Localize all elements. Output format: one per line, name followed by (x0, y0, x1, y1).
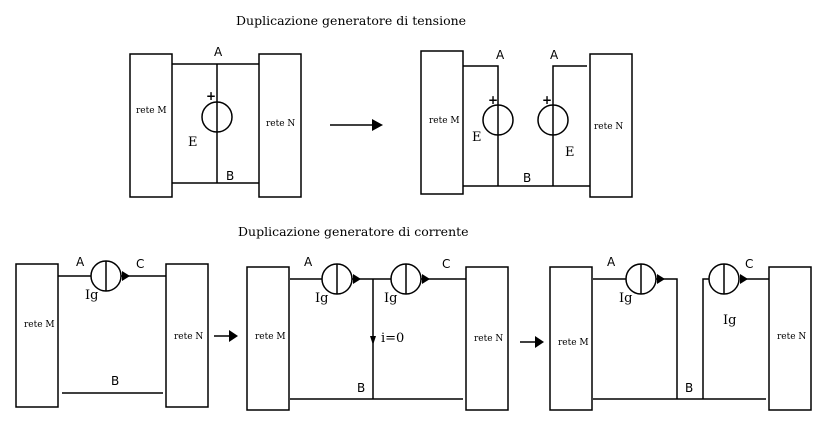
node-a-label: A (550, 48, 559, 62)
current-section-title: Duplicazione generatore di corrente (238, 224, 469, 239)
node-c-label: C (136, 257, 144, 271)
network-m-box (15, 263, 59, 408)
right-arrow-icon (214, 330, 238, 342)
down-arrow-icon (370, 336, 376, 345)
node-b-label: B (111, 374, 119, 388)
node-a-label: A (76, 255, 85, 269)
network-m-label: rete M (429, 116, 460, 126)
voltage-source-icon (482, 104, 514, 136)
wire-left-branch (656, 278, 678, 399)
network-m-box (420, 50, 464, 195)
node-b-label: B (357, 381, 365, 395)
current-source-icon (625, 263, 665, 295)
source-e-label: E (472, 130, 482, 145)
source-ig-label: Ig (85, 288, 98, 303)
network-m-box (549, 266, 593, 411)
source-e-label: E (188, 135, 198, 150)
network-m-box (129, 53, 173, 198)
zero-current-label: i=0 (381, 331, 404, 346)
node-c-label: C (745, 257, 753, 271)
voltage-section-title: Duplicazione generatore di tensione (236, 13, 466, 28)
voltage-source-icon (537, 104, 569, 136)
network-n-label: rete N (474, 334, 503, 344)
node-a-label: A (214, 45, 223, 59)
node-a-label: A (496, 48, 505, 62)
current-original-circuit: rete M rete N A C B Ig (15, 255, 209, 408)
voltage-original-circuit: rete M rete N + A B E (129, 45, 302, 198)
node-a-label: A (607, 255, 616, 269)
node-b-label: B (226, 169, 234, 183)
plus-sign: + (542, 93, 552, 107)
source-ig-label: Ig (315, 291, 328, 306)
current-intermediate-circuit: rete M rete N i=0 A C B Ig Ig (246, 255, 509, 411)
node-c-label: C (442, 257, 450, 271)
source-e-label: E (565, 145, 575, 160)
source-ig-label: Ig (619, 291, 632, 306)
source-ig-label: Ig (723, 313, 736, 328)
network-n-box (768, 266, 812, 411)
network-n-box (258, 53, 302, 198)
current-duplicated-circuit: rete M rete N A C B Ig Ig (549, 255, 812, 411)
wire-a-left (463, 65, 499, 186)
wire-right-branch (702, 278, 710, 399)
network-n-label: rete N (266, 119, 295, 129)
network-n-box (165, 263, 209, 408)
source-ig-label: Ig (384, 291, 397, 306)
current-source-icon (708, 263, 748, 295)
right-arrow-icon (330, 119, 383, 131)
current-source-icon (321, 263, 361, 295)
wire-a-right (552, 65, 587, 186)
node-a-label: A (304, 255, 313, 269)
current-source-icon (90, 260, 130, 292)
network-m-label: rete M (136, 106, 167, 116)
network-n-box (465, 266, 509, 411)
network-n-label: rete N (594, 122, 623, 132)
current-source-icon (390, 263, 430, 295)
network-n-label: rete N (777, 332, 806, 342)
network-n-box (589, 53, 633, 198)
network-n-label: rete N (174, 332, 203, 342)
network-m-label: rete M (255, 332, 286, 342)
node-b-label: B (523, 171, 531, 185)
network-m-label: rete M (24, 320, 55, 330)
right-arrow-icon (520, 336, 544, 348)
network-m-box (246, 266, 290, 411)
voltage-duplicated-circuit: rete M rete N + + A A B E E (420, 48, 633, 198)
node-b-label: B (685, 381, 693, 395)
plus-sign: + (206, 89, 216, 103)
voltage-source-icon (201, 101, 233, 133)
network-m-label: rete M (558, 338, 589, 348)
plus-sign: + (488, 93, 498, 107)
